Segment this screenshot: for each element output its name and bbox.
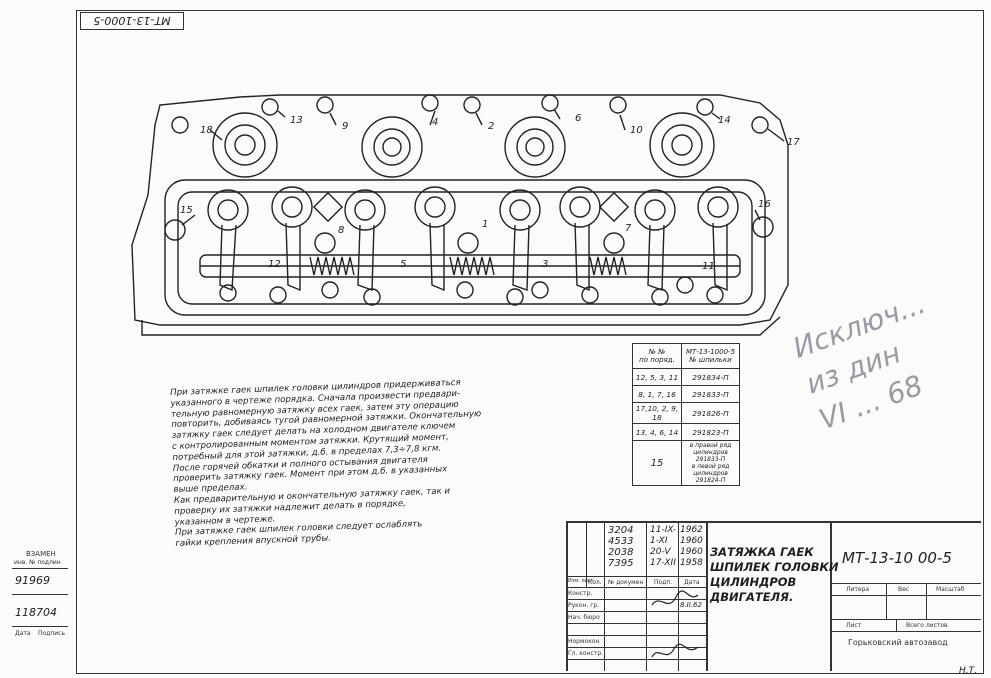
order-cell: 17,10, 2, 9, 18 [632,402,682,424]
label-18: 18 [200,125,213,136]
role-label: Гл. констр. [568,650,604,657]
tightening-instructions: При затяжке гаек шпилек головки цилиндро… [170,376,520,550]
label-15: 15 [180,205,193,216]
table-row: 8, 1, 7, 16 291833-П [632,385,740,403]
header-part-label: № шпильки [689,356,732,364]
cell-label: Вес [898,586,910,593]
part-cell: 291834-П [681,368,740,386]
change-date: 1-XI [650,536,668,546]
table-header-row: № № по поряд. МТ-13-1000-5 № шпильки [632,343,740,369]
side-label: инв. № подлин [14,559,61,566]
doc-number: МТ-13-10 00-5 [842,549,952,567]
change-year: 1958 [680,558,703,568]
col-header: № докумен [608,579,644,586]
title-block: 3204 4533 2038 7395 11-IX- 1-XI 20-V 17-… [566,521,981,671]
role-label: Нормокон [568,638,600,645]
label-16: 16 [758,199,771,210]
sheet-frame [76,10,984,674]
signature-marks [651,590,699,658]
order-cell: 12, 5, 3, 11 [632,368,682,386]
table-row: 17,10, 2, 9, 18 291826-П [632,402,740,424]
col-header: Дата [684,579,700,586]
header-order: № № по поряд. [632,343,682,369]
rotated-doc-number: МТ-13-1000-5 [80,12,184,30]
change-num: 4533 [608,536,634,547]
table-row: 12, 5, 3, 11 291834-П [632,368,740,386]
cylinder-head-drawing: 18 13 9 4 2 6 10 14 17 15 16 8 1 7 12 5 … [131,94,800,336]
header-part: МТ-13-1000-5 № шпильки [681,343,740,369]
side-value: 91969 [15,574,50,587]
label-5: 5 [400,259,406,270]
header-part-doc: МТ-13-1000-5 [685,348,736,356]
side-stamp: ВЗАМЕН инв. № подлин 91969 118704 Дата П… [12,548,68,640]
change-date: 17-XII [650,558,676,568]
part-cell: 291833-П [681,385,740,403]
change-date: 11-IX- [650,525,676,535]
corner-mark: Н.Т. [959,666,977,676]
label-14: 14 [718,115,731,126]
side-value: 118704 [15,606,57,619]
col-header: Подп. [654,579,673,586]
part-line: в левой ряд [691,463,730,470]
label-6: 6 [575,113,581,124]
part-line: цилиндров [693,470,728,477]
change-num: 2038 [608,547,634,558]
title-line: ЦИЛИНДРОВ [710,575,797,589]
label-13: 13 [290,115,303,126]
change-num: 3204 [608,525,634,536]
change-years: 1962 1960 1960 1958 [680,525,703,569]
col-header: Изм. лист [568,578,594,584]
part-line: 291833-П [695,456,726,463]
drawing-title: ЗАТЯЖКА ГАЕК ШПИЛЕК ГОЛОВКИ ЦИЛИНДРОВ ДВ… [710,545,839,605]
label-11: 11 [702,261,715,272]
table-row: 13, 4, 6, 14 291823-П [632,423,740,441]
part-cell: 291826-П [681,402,740,424]
label-10: 10 [630,125,643,136]
stud-order-table: № № по поряд. МТ-13-1000-5 № шпильки 12,… [632,343,740,486]
label-7: 7 [625,223,632,234]
side-footer: Дата [15,630,31,637]
role-label: Нач. бюро [568,614,600,621]
role-label: Рукон. гр. [568,602,600,609]
change-year: 1962 [680,525,703,535]
order-cell: 15 [632,440,682,486]
change-dates: 11-IX- 1-XI 20-V 17-XII [650,525,676,569]
col-header: Кол. [588,579,602,586]
cell-label: Всего листов [906,622,948,629]
side-label: ВЗАМЕН [26,550,56,558]
part-line: цилиндров [693,449,728,456]
change-num: 7395 [608,558,634,569]
part-cell: 291823-П [681,423,740,441]
part-line: в правой ряд [689,442,732,449]
title-line: ДВИГАТЕЛЯ. [710,590,794,604]
label-9: 9 [342,121,348,132]
order-cell: 8, 1, 7, 16 [632,385,682,403]
change-year: 1960 [680,536,703,546]
change-date: 20-V [650,547,671,557]
label-17: 17 [787,137,800,148]
part-line: 291824-П [695,477,726,484]
cell-label: Масштаб [936,586,965,593]
part-cell-multi: в правой ряд цилиндров 291833-П в левой … [681,440,740,486]
table-row: 15 в правой ряд цилиндров 291833-П в лев… [632,440,740,486]
sign-date: 8.II.62 [680,601,702,609]
label-4: 4 [432,117,438,128]
cell-label: Литера [846,586,870,593]
cell-label: Лист [846,622,862,629]
order-cell: 13, 4, 6, 14 [632,423,682,441]
label-1: 1 [482,219,488,230]
title-line: ЗАТЯЖКА ГАЕК [710,545,814,559]
factory-name: Горьковский автозавод [848,638,948,647]
label-2: 2 [488,121,494,132]
role-label: Констр. [568,590,593,597]
side-footer: Подпись [38,630,65,637]
label-8: 8 [338,225,344,236]
change-year: 1960 [680,547,703,557]
change-numbers: 3204 4533 2038 7395 [608,525,633,569]
title-line: ШПИЛЕК ГОЛОВКИ [710,560,839,574]
label-3: 3 [542,259,548,270]
label-12: 12 [268,259,281,270]
